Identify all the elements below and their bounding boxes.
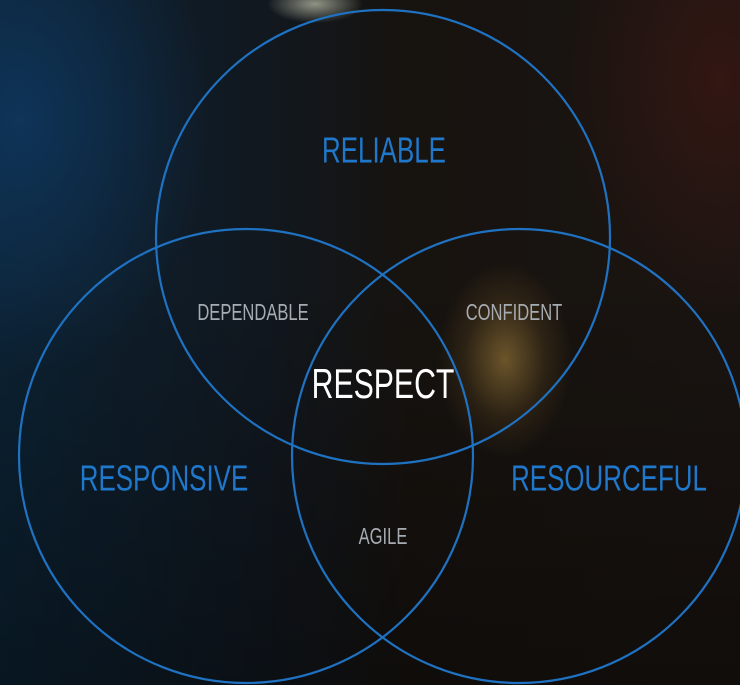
label-confident: CONFIDENT [466,301,563,326]
label-responsive: RESPONSIVE [80,458,248,498]
circle-resourceful [290,227,740,685]
label-dependable: DEPENDABLE [197,301,308,326]
label-respect: RESPECT [312,360,455,407]
label-reliable: RELIABLE [322,130,446,170]
label-agile: AGILE [359,525,408,550]
circle-responsive [17,227,475,685]
circle-reliable [154,8,612,466]
label-resourceful: RESOURCEFUL [511,458,707,498]
